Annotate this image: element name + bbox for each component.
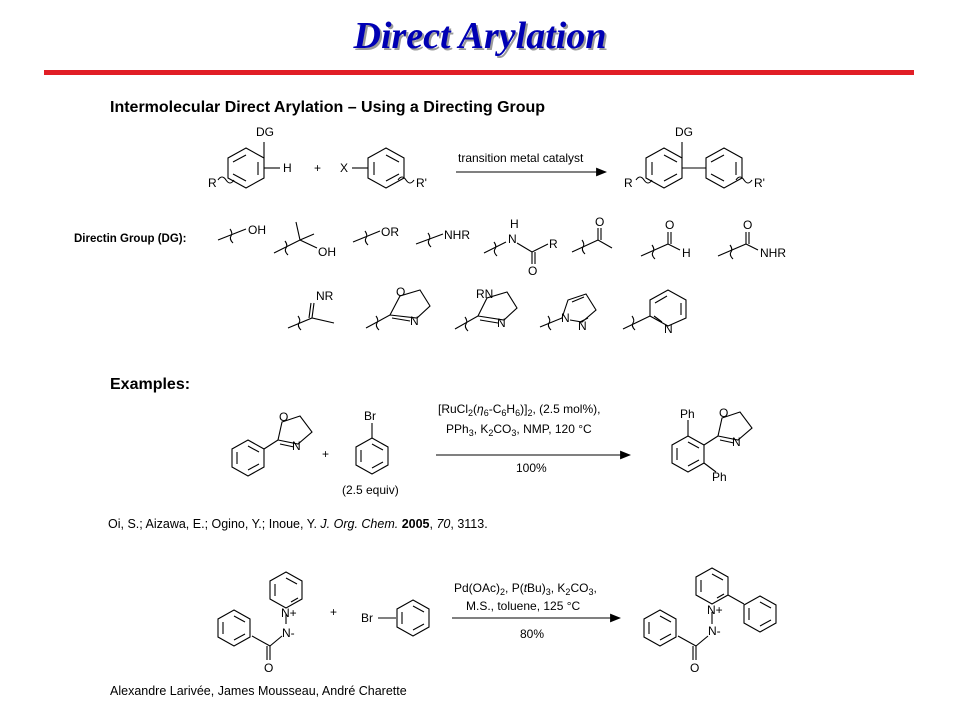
ex2-n-plus: N+ xyxy=(281,606,297,620)
ex2-plus: + xyxy=(330,605,337,619)
product-r-label: R xyxy=(624,176,633,190)
ex2-conditions-line2: M.S., toluene, 125 °C xyxy=(466,599,581,613)
examples-heading: Examples: xyxy=(110,376,191,393)
dg-ketone: O xyxy=(571,215,613,255)
bromobenzene-2 xyxy=(378,599,430,637)
dg-aldehyde-o: O xyxy=(665,218,674,232)
sm-dg-label: DG xyxy=(256,125,274,139)
aryl-halide xyxy=(352,147,415,189)
dg-pyrazole-n2: N xyxy=(578,319,587,333)
dg-amine-nhr: NHR xyxy=(444,228,470,242)
dg-oxazoline-o: O xyxy=(396,285,405,299)
title-underline xyxy=(44,70,914,75)
reference-citation: Oi, S.; Aizawa, E.; Ogino, Y.; Inoue, Y.… xyxy=(108,517,488,531)
arene-starting-material xyxy=(217,142,280,189)
product-rprime-label: R' xyxy=(754,176,765,190)
diarylated-oxazoline-product xyxy=(671,411,753,473)
dg-amide-n: N xyxy=(508,232,517,246)
dg-imine: NR xyxy=(287,289,335,331)
ex1-product-o: O xyxy=(719,406,728,420)
dg-amide-n-linked: H N O R xyxy=(483,217,558,278)
arylated-pyridinium-ylide-product xyxy=(643,567,777,660)
ex2-product-n-plus: N+ xyxy=(707,603,723,617)
dg-alcohol: OH xyxy=(217,223,266,244)
dg-imidazoline: RN N xyxy=(454,287,518,332)
ex2-product-o: O xyxy=(690,661,699,675)
dg-amine: NHR xyxy=(415,228,470,248)
dg-aldehyde-h: H xyxy=(682,246,691,260)
n-benzoyliminopyridinium-ylide xyxy=(217,571,303,660)
general-scheme: DG H R + X R' transition metal catalyst xyxy=(208,125,765,190)
dg-ether-or: OR xyxy=(381,225,399,239)
biaryl-product xyxy=(635,142,753,189)
ex1-oxazoline-n: N xyxy=(292,439,301,453)
dg-carboxamide-nhr: NHR xyxy=(760,246,786,260)
sm-h-label: H xyxy=(283,161,292,175)
author-footer: Alexandre Larivée, James Mousseau, André… xyxy=(110,684,407,698)
dg-amide-r: R xyxy=(549,237,558,251)
dg-ether: OR xyxy=(352,225,399,246)
dg-pyrazole: N N xyxy=(539,293,597,333)
ex1-product-ph-top: Ph xyxy=(680,407,695,421)
example1-scheme: O N + Br (2.5 equiv) [RuCl2(η6-C6H6)]2, … xyxy=(231,402,753,497)
dg-ketone-o: O xyxy=(595,215,604,229)
ex2-yield: 80% xyxy=(520,627,544,641)
ex1-oxazoline-o: O xyxy=(279,410,288,424)
dg-carboxamide-o: O xyxy=(743,218,752,232)
ex2-n-minus: N- xyxy=(282,626,295,640)
dg-oxazoline: O N xyxy=(365,285,431,331)
general-plus: + xyxy=(314,161,321,175)
directing-group-label: Directin Group (DG): xyxy=(74,233,186,245)
dg-tertiary-oh: OH xyxy=(318,245,336,259)
dg-amide-h: H xyxy=(510,217,519,231)
ex1-conditions-line1: [RuCl2(η6-C6H6)]2, (2.5 mol%), xyxy=(438,402,600,418)
dg-amide-o: O xyxy=(528,264,537,278)
example2-scheme: N+ N- O + Br Pd(OAc)2, P(tBu)3, K2CO3, M… xyxy=(217,567,777,675)
bromobenzene xyxy=(355,423,389,475)
slide-title: Direct Arylation xyxy=(353,15,607,57)
dg-pyridine-n: N xyxy=(664,322,673,336)
halide-x-label: X xyxy=(340,161,348,175)
dg-pyrazole-n1: N xyxy=(561,311,570,325)
ex2-o: O xyxy=(264,661,273,675)
ex2-br: Br xyxy=(361,611,373,625)
halide-rprime-label: R' xyxy=(416,176,427,190)
dg-aldehyde: O H xyxy=(640,218,691,260)
general-arrow-label: transition metal catalyst xyxy=(458,151,584,165)
dg-carboxamide: O NHR xyxy=(717,218,786,260)
ex1-conditions-line2: PPh3, K2CO3, NMP, 120 °C xyxy=(446,422,592,438)
dg-imidazoline-rn: RN xyxy=(476,287,493,301)
dg-pyridine: N xyxy=(622,289,687,336)
ex1-plus: + xyxy=(322,447,329,461)
dg-alcohol-oh: OH xyxy=(248,223,266,237)
ex2-conditions-line1: Pd(OAc)2, P(tBu)3, K2CO3, xyxy=(454,581,597,597)
ex1-equiv: (2.5 equiv) xyxy=(342,483,399,497)
section-subtitle: Intermolecular Direct Arylation – Using … xyxy=(110,99,546,116)
dg-oxazoline-n: N xyxy=(410,314,419,328)
ex1-br: Br xyxy=(364,409,376,423)
product-dg-label: DG xyxy=(675,125,693,139)
ex1-product-ph-bottom: Ph xyxy=(712,470,727,484)
ex1-product-n: N xyxy=(732,435,741,449)
dg-imidazoline-n: N xyxy=(497,316,506,330)
sm-r-label: R xyxy=(208,176,217,190)
ex2-product-n-minus: N- xyxy=(708,624,721,638)
ex1-yield: 100% xyxy=(516,461,547,475)
phenyl-oxazoline xyxy=(231,415,313,477)
dg-tertiary-alcohol: OH xyxy=(273,221,336,259)
dg-imine-nr: NR xyxy=(316,289,334,303)
